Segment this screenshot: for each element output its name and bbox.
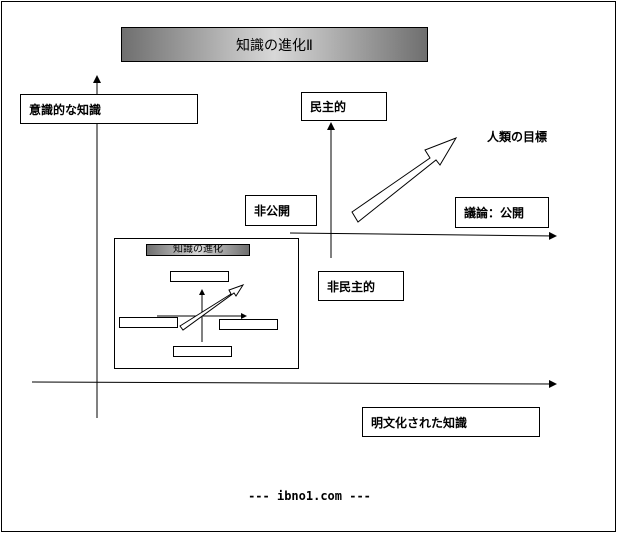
goal-arrow: [351, 137, 458, 223]
label-private: 非公開: [245, 195, 317, 226]
label-discussion-open: 議論：公開: [455, 197, 549, 228]
label-explicit-knowledge: 明文化された知識: [362, 407, 540, 437]
label-non-democratic: 非民主的: [318, 271, 404, 301]
label-goal: 人類の目標: [487, 130, 548, 144]
inset-box-bottom: [173, 346, 232, 357]
inner-horizontal-axis: [289, 231, 557, 240]
inset-box-top: [170, 271, 229, 282]
label-democratic: 民主的: [301, 92, 387, 121]
footer-credit: --- ibno1.com ---: [248, 489, 371, 503]
outer-horizontal-axis: [31, 379, 557, 388]
inset-title: 知識の進化: [146, 244, 250, 256]
diagram-title: 知識の進化Ⅱ: [121, 27, 428, 62]
diagram-title-text: 知識の進化Ⅱ: [236, 37, 313, 54]
label-conscious-knowledge: 意識的な知識: [20, 94, 198, 124]
inset-box-right: [219, 319, 278, 330]
inset-box-left: [119, 317, 178, 328]
